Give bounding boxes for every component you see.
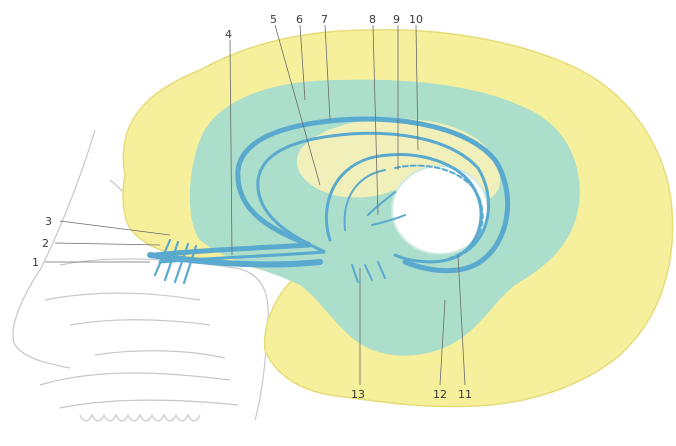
label-3: 3 — [45, 215, 52, 228]
label-10: 10 — [409, 13, 423, 26]
label-5: 5 — [270, 13, 277, 26]
label-12: 12 — [433, 388, 447, 401]
label-1: 1 — [32, 256, 39, 269]
label-7: 7 — [321, 13, 328, 26]
label-8: 8 — [369, 13, 376, 26]
label-13: 13 — [351, 388, 365, 401]
label-9: 9 — [393, 13, 400, 26]
label-2: 2 — [42, 237, 49, 250]
label-6: 6 — [296, 13, 303, 26]
label-11: 11 — [458, 388, 472, 401]
label-4: 4 — [225, 28, 232, 41]
